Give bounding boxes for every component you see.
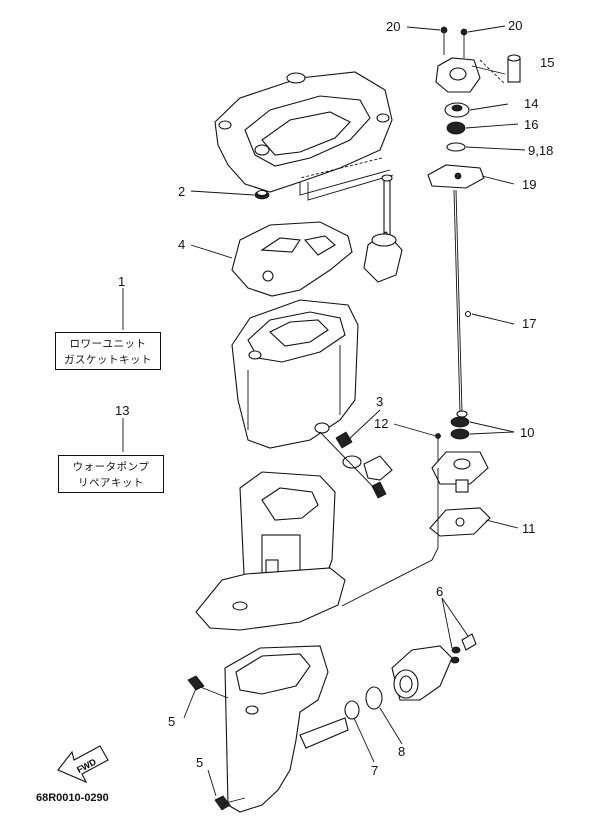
part-3-plug <box>319 431 393 499</box>
fwd-arrow-icon: FWD <box>57 745 109 784</box>
part-20-bolts <box>440 26 468 58</box>
gasket-kit-line2: ガスケットキット <box>64 354 152 366</box>
shift-rod-part <box>363 174 403 283</box>
callout-7: 7 <box>371 763 378 778</box>
part-9-18-o-ring <box>446 142 466 152</box>
callout-14: 14 <box>524 96 538 111</box>
gearcase-part <box>224 645 349 813</box>
water-pump-kit-line2: リペアキット <box>78 477 144 489</box>
callout-20-left: 20 <box>386 19 400 34</box>
part-12-pin <box>435 433 441 462</box>
callout-6: 6 <box>436 584 443 599</box>
lower-casing-upper-part <box>231 299 359 449</box>
driveshaft-part <box>453 189 472 418</box>
part-14-insert <box>444 102 470 118</box>
callout-10: 10 <box>520 425 534 440</box>
part-19-plate <box>427 164 485 189</box>
part-4-gasket <box>231 221 353 297</box>
callout-8: 8 <box>398 744 405 759</box>
pump-housing-lower <box>431 451 489 493</box>
part-6-bolts <box>450 633 477 664</box>
water-pump-kit-line1: ウォータポンプ <box>72 461 150 473</box>
extension-housing-part <box>195 471 346 631</box>
callout-11: 11 <box>522 521 536 536</box>
part-11-gasket <box>429 507 491 537</box>
upper-casing-part <box>214 71 393 196</box>
callout-5-lower: 5 <box>196 755 203 770</box>
diagram-code: 68R0010-0290 <box>36 792 109 804</box>
callout-1: 1 <box>118 274 125 289</box>
callout-leaders <box>122 25 526 797</box>
callout-16: 16 <box>524 117 538 132</box>
callout-17: 17 <box>522 316 536 331</box>
callout-13: 13 <box>115 403 129 418</box>
callout-20-right: 20 <box>508 18 522 33</box>
part-16-impeller <box>446 121 466 135</box>
callout-4: 4 <box>178 237 185 252</box>
callout-12: 12 <box>374 416 388 431</box>
callout-5-upper: 5 <box>168 714 175 729</box>
part-7-o-ring <box>344 700 360 720</box>
gasket-kit-label: ロワーユニット ガスケットキット <box>55 332 161 370</box>
propshaft-housing-part <box>391 645 453 701</box>
part-8-o-ring <box>365 686 383 710</box>
water-pump-kit-label: ウォータポンプ リペアキット <box>58 455 164 493</box>
part-15-tube <box>471 54 521 83</box>
part-10-seals <box>450 416 470 440</box>
callout-9-18: 9,18 <box>528 143 553 158</box>
callout-3: 3 <box>376 394 383 409</box>
part-5-bolt-lower <box>214 795 246 811</box>
part-2-seal <box>254 189 270 200</box>
callout-15: 15 <box>540 55 554 70</box>
callout-19: 19 <box>522 177 536 192</box>
gasket-kit-line1: ロワーユニット <box>69 338 147 350</box>
part-5-bolt-upper <box>187 675 229 699</box>
callout-2: 2 <box>178 184 185 199</box>
water-pump-cover <box>435 57 481 93</box>
